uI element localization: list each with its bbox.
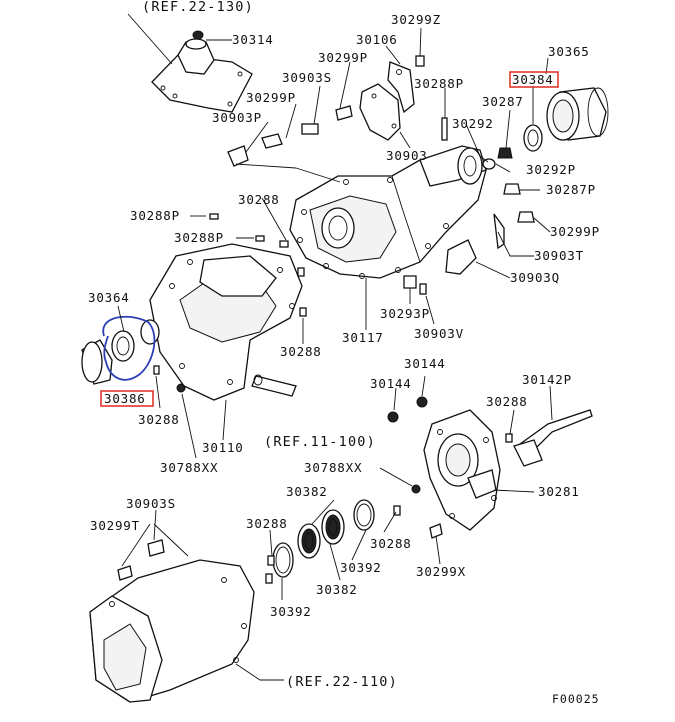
part-label-30110[interactable]: 30110 bbox=[202, 440, 244, 455]
part-label-30903p[interactable]: 30903P bbox=[212, 110, 262, 125]
part-label-30299p[interactable]: 30299P bbox=[246, 90, 296, 105]
part-label-30288[interactable]: 30288 bbox=[280, 344, 322, 359]
part-label-30288[interactable]: 30288 bbox=[238, 192, 280, 207]
part-label-30386[interactable]: 30386 bbox=[104, 391, 146, 406]
part-label-30144[interactable]: 30144 bbox=[404, 356, 446, 371]
part-label-30288[interactable]: 30288 bbox=[138, 412, 180, 427]
leader-lines bbox=[117, 13, 553, 681]
annotation-circle bbox=[102, 315, 156, 381]
part-label-30299z[interactable]: 30299Z bbox=[391, 12, 441, 27]
part-label-30382[interactable]: 30382 bbox=[316, 582, 358, 597]
part-label-30281[interactable]: 30281 bbox=[538, 484, 580, 499]
bolts-top-left-drawing bbox=[227, 55, 448, 167]
part-label-30903s[interactable]: 30903S bbox=[282, 70, 332, 85]
ref-label-bottom[interactable]: (REF.22-110) bbox=[286, 674, 398, 690]
part-label-30288[interactable]: 30288 bbox=[486, 394, 528, 409]
bellhousing-drawing bbox=[89, 539, 273, 703]
part-label-30903s[interactable]: 30903S bbox=[126, 496, 176, 511]
part-label-30288p[interactable]: 30288P bbox=[414, 76, 464, 91]
pins-drawing bbox=[209, 213, 307, 317]
seal-30365-drawing bbox=[546, 87, 609, 141]
part-label-30144[interactable]: 30144 bbox=[370, 376, 412, 391]
bracket-drawing bbox=[387, 61, 415, 114]
part-label-30287p[interactable]: 30287P bbox=[546, 182, 596, 197]
part-label-30299t[interactable]: 30299T bbox=[90, 518, 140, 533]
part-label-30117[interactable]: 30117 bbox=[342, 330, 384, 345]
gaskets-drawing bbox=[267, 499, 443, 578]
figure-code: F00025 bbox=[552, 692, 600, 706]
part-label-30382[interactable]: 30382 bbox=[286, 484, 328, 499]
part-label-30293p[interactable]: 30293P bbox=[380, 306, 430, 321]
part-label-30903v[interactable]: 30903V bbox=[414, 326, 464, 341]
part-label-30288[interactable]: 30288 bbox=[246, 516, 288, 531]
part-label-30299p[interactable]: 30299P bbox=[550, 224, 600, 239]
part-label-30392[interactable]: 30392 bbox=[340, 560, 382, 575]
top-cover-drawing bbox=[151, 30, 253, 113]
front-housing-drawing bbox=[81, 243, 303, 401]
labels: (REF.22-130) 30314 30299Z 30106 30299P 3… bbox=[88, 0, 600, 706]
part-label-30142p[interactable]: 30142P bbox=[522, 372, 572, 387]
part-label-30292[interactable]: 30292 bbox=[452, 116, 494, 131]
part-label-30365[interactable]: 30365 bbox=[548, 44, 590, 59]
rear-case-drawing bbox=[387, 396, 501, 531]
part-label-30299p[interactable]: 30299P bbox=[318, 50, 368, 65]
transfer-case-drawing bbox=[289, 145, 487, 279]
ref-label-top[interactable]: (REF.22-130) bbox=[142, 0, 254, 15]
part-label-30288p[interactable]: 30288P bbox=[174, 230, 224, 245]
slip-piece-drawing bbox=[251, 374, 297, 397]
part-label-30292p[interactable]: 30292P bbox=[526, 162, 576, 177]
part-label-30287[interactable]: 30287 bbox=[482, 94, 524, 109]
highlight-box-30386 bbox=[100, 390, 154, 407]
small-cover-drawing bbox=[359, 83, 401, 141]
part-label-30392[interactable]: 30392 bbox=[270, 604, 312, 619]
part-label-30903[interactable]: 30903 bbox=[386, 148, 428, 163]
part-label-30299x[interactable]: 30299X bbox=[416, 564, 466, 579]
highlight-box-30384 bbox=[509, 71, 559, 88]
part-label-30288p[interactable]: 30288P bbox=[130, 208, 180, 223]
part-label-30903t[interactable]: 30903T bbox=[534, 248, 584, 263]
part-label-30903q[interactable]: 30903Q bbox=[510, 270, 560, 285]
part-label-30384[interactable]: 30384 bbox=[512, 72, 554, 87]
part-label-30788xx[interactable]: 30788XX bbox=[304, 460, 362, 475]
part-label-30106[interactable]: 30106 bbox=[356, 32, 398, 47]
part-label-30788xx[interactable]: 30788XX bbox=[160, 460, 218, 475]
lever-drawing bbox=[505, 409, 593, 467]
ref-label-middle[interactable]: (REF.11-100) bbox=[264, 434, 376, 450]
part-label-30314[interactable]: 30314 bbox=[232, 32, 274, 47]
part-label-30288[interactable]: 30288 bbox=[370, 536, 412, 551]
ring-30384-drawing bbox=[523, 124, 543, 152]
part-label-30364[interactable]: 30364 bbox=[88, 290, 130, 305]
